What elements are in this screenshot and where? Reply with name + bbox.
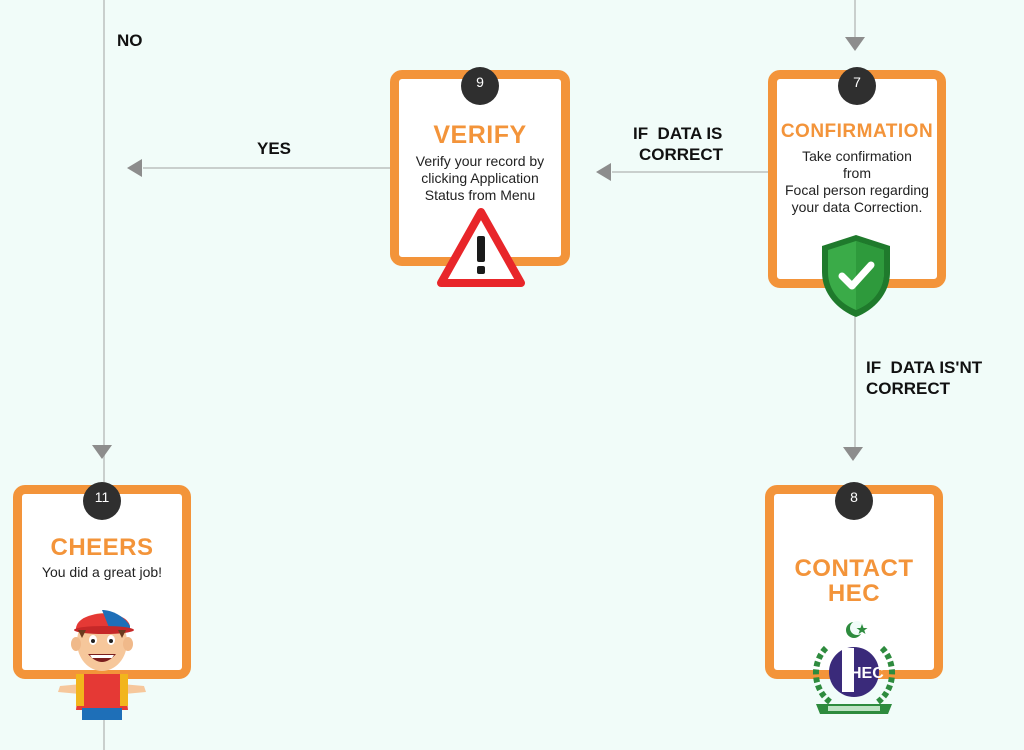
step-text-verify: Verify your record by clicking Applicati… [405,153,555,204]
step-text-line: from [843,165,871,181]
arrow-left-yes [127,159,142,177]
step-number-badge: 7 [838,67,876,105]
happy-boy-icon [58,610,146,720]
edge-label-data-incorrect: IF DATA IS'NT CORRECT [866,357,982,399]
step-text-line: You did a great job! [41,564,163,580]
step-text-line: Take confirmation [802,148,912,164]
edge-label-no: NO [117,31,143,50]
connector-left-vertical [103,0,105,750]
hec-logo-text: HEC [850,665,884,682]
connector-right-middle [854,316,856,450]
step-title-contact: CONTACT HEC [774,556,934,606]
arrow-down-to-contact [843,447,863,461]
connector-confirmation-to-verify [612,171,770,173]
step-text-line: your data Correction. [791,199,923,215]
step-text-cheers: You did a great job! [28,564,176,581]
arrow-down-to-cheers [92,445,112,459]
shield-check-icon [822,235,890,317]
step-number-badge: 9 [461,67,499,105]
edge-label-yes: YES [257,139,292,158]
step-text-confirmation: Take confirmation from Focal person rega… [783,148,931,216]
edge-label-data-correct-line2: CORRECT [639,145,724,164]
step-text-line: Focal person regarding [785,182,929,198]
connector-right-top [854,0,856,38]
step-title-line: HEC [827,580,881,607]
warning-icon [437,208,525,287]
step-text-line: Verify your record by [415,153,545,169]
edge-label-data-correct-line1: IF DATA IS [633,124,723,143]
arrow-left-to-verify [596,163,611,181]
step-title-line: CONTACT [794,555,914,582]
edge-label-data-incorrect-line2: CORRECT [866,379,951,398]
step-card-cheers: 11 CHEERS You did a great job! [13,482,191,679]
connector-verify-to-left [143,167,391,169]
step-text-line: clicking Application [421,170,539,186]
step-number-badge: 11 [83,482,121,520]
arrow-down-to-confirmation [845,37,865,51]
step-title-cheers: CHEERS [50,534,154,561]
step-number-badge: 8 [835,482,873,520]
edge-label-data-correct: IF DATA IS CORRECT [633,123,723,165]
step-text-line: Status from Menu [424,187,536,203]
step-card-confirmation: 7 CONFIRMATION Take confirmation from Fo… [768,67,946,288]
hec-logo-icon: HEC [812,621,896,714]
step-title-confirmation: CONFIRMATION [780,121,934,142]
edge-label-data-incorrect-line1: IF DATA IS'NT [866,358,983,377]
step-title-verify: VERIFY [433,121,527,149]
